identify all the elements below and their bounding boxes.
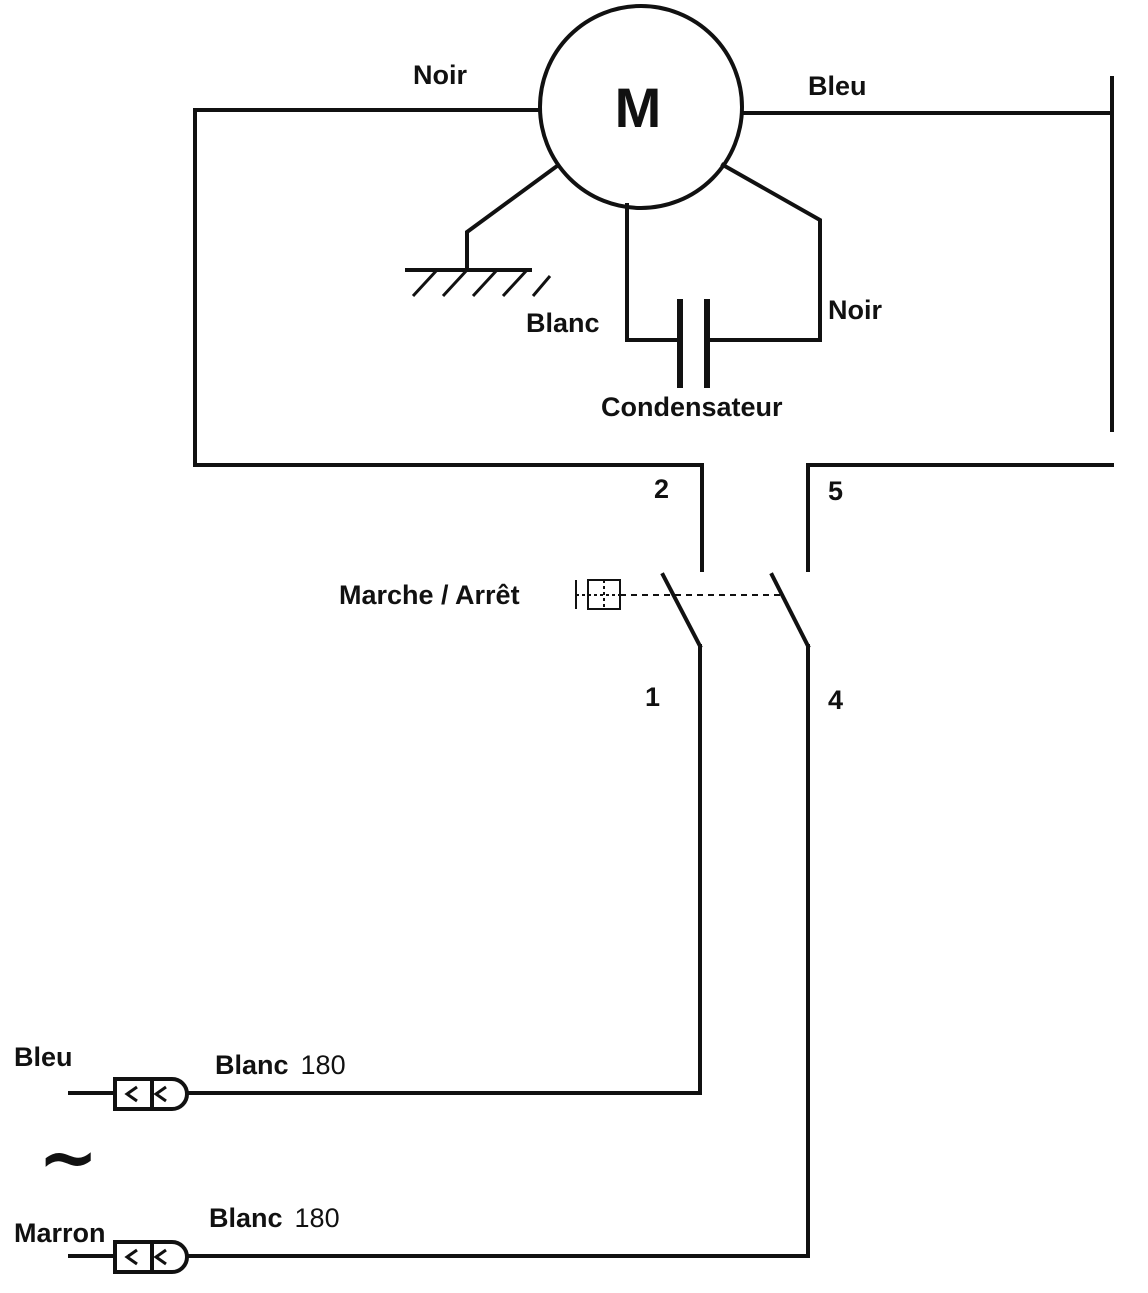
cable-top-size: 180 — [301, 1050, 346, 1080]
connector-bottom — [68, 1240, 189, 1274]
label-motor-left-wire: Noir — [413, 60, 467, 90]
label-motor-right-wire: Bleu — [808, 71, 867, 101]
label-cable-bottom: Blanc 180 — [209, 1203, 340, 1233]
wire-terminal-4-supply — [186, 644, 810, 1258]
wire-capacitor-right — [705, 162, 822, 342]
label-capacitor: Condensateur — [601, 392, 783, 422]
label-capacitor-right-wire: Noir — [828, 295, 882, 325]
cable-bottom-size: 180 — [295, 1203, 340, 1233]
wire-terminal-5 — [806, 463, 1114, 572]
label-cable-top: Blanc 180 — [215, 1050, 346, 1080]
terminal-5: 5 — [828, 476, 843, 506]
terminal-4: 4 — [828, 685, 843, 715]
label-supply-bottom: Marron — [14, 1218, 106, 1248]
cable-top-color: Blanc — [215, 1050, 289, 1080]
ac-symbol: ~ — [38, 1115, 98, 1199]
terminal-1: 1 — [645, 682, 660, 712]
motor-circle — [538, 4, 744, 210]
connector-top — [68, 1077, 189, 1111]
ground-symbol — [405, 163, 560, 298]
wire-motor-left-loop — [193, 108, 704, 572]
cable-bottom-color: Blanc — [209, 1203, 283, 1233]
motor-symbol: M — [615, 76, 662, 139]
terminal-2: 2 — [654, 474, 669, 504]
label-capacitor-left-wire: Blanc — [526, 308, 600, 338]
wire-terminal-1-supply — [186, 644, 702, 1095]
capacitor-symbol — [677, 299, 710, 388]
label-supply-top: Bleu — [14, 1042, 73, 1072]
switch-actuator-icon — [575, 579, 621, 610]
wire-capacitor-left — [625, 203, 682, 342]
label-switch: Marche / Arrêt — [339, 580, 520, 610]
on-off-switch — [575, 572, 811, 649]
motor: M — [538, 4, 744, 210]
